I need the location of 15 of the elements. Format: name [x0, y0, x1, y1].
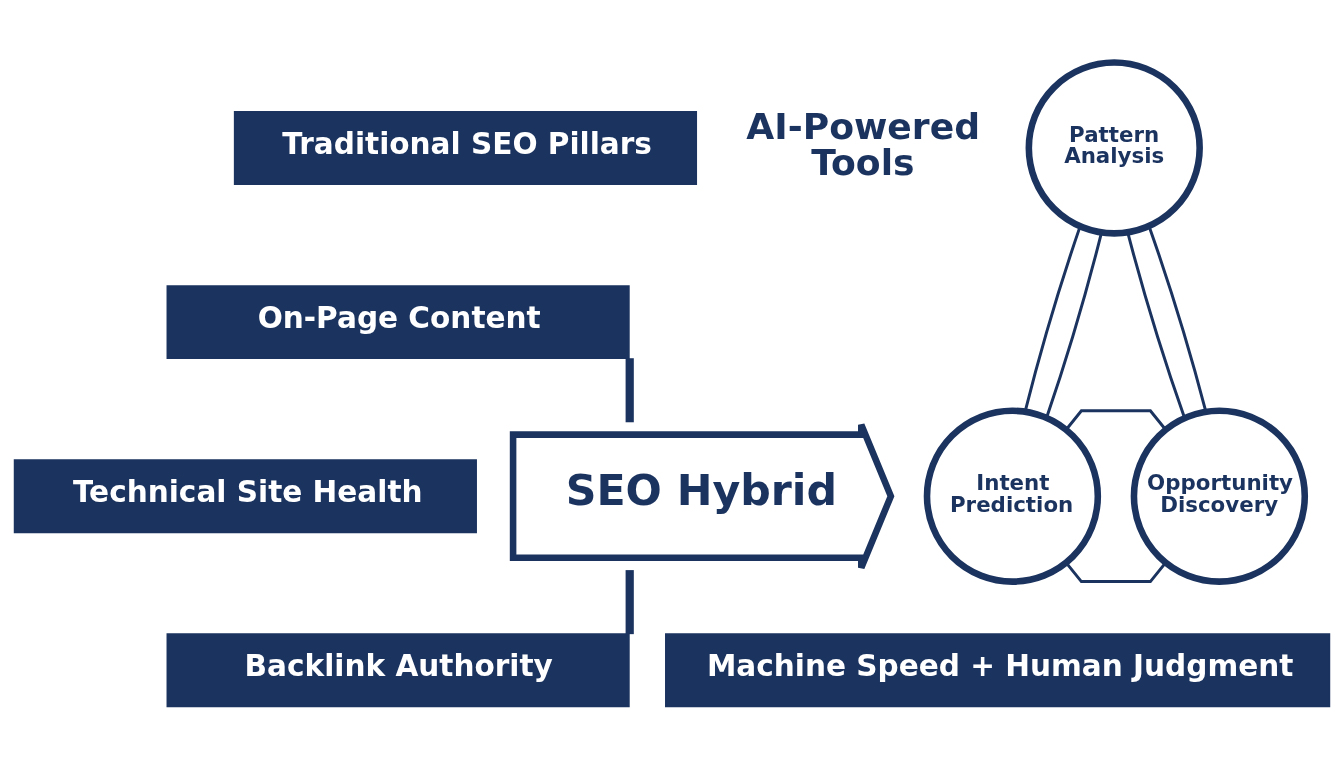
- connector: [1064, 408, 1167, 431]
- node-box: Technical Site Health: [13, 458, 477, 533]
- node-circle: Opportunity Discovery: [1130, 407, 1309, 585]
- connector: [1064, 561, 1167, 583]
- label: AI-Powered Tools: [746, 104, 981, 184]
- node-box: Backlink Authority: [166, 632, 630, 707]
- node-circle: Pattern Analysis: [1025, 58, 1203, 237]
- connector: [1147, 225, 1208, 412]
- connector: [625, 357, 634, 422]
- node-box: On-Page Content: [166, 284, 630, 359]
- node-box: Traditional SEO Pillars: [233, 110, 698, 185]
- node-circle: Intent Prediction: [923, 407, 1102, 585]
- connector: [625, 569, 634, 634]
- node-box: Machine Speed + Human Judgment: [665, 632, 1331, 707]
- connector: [1023, 225, 1082, 412]
